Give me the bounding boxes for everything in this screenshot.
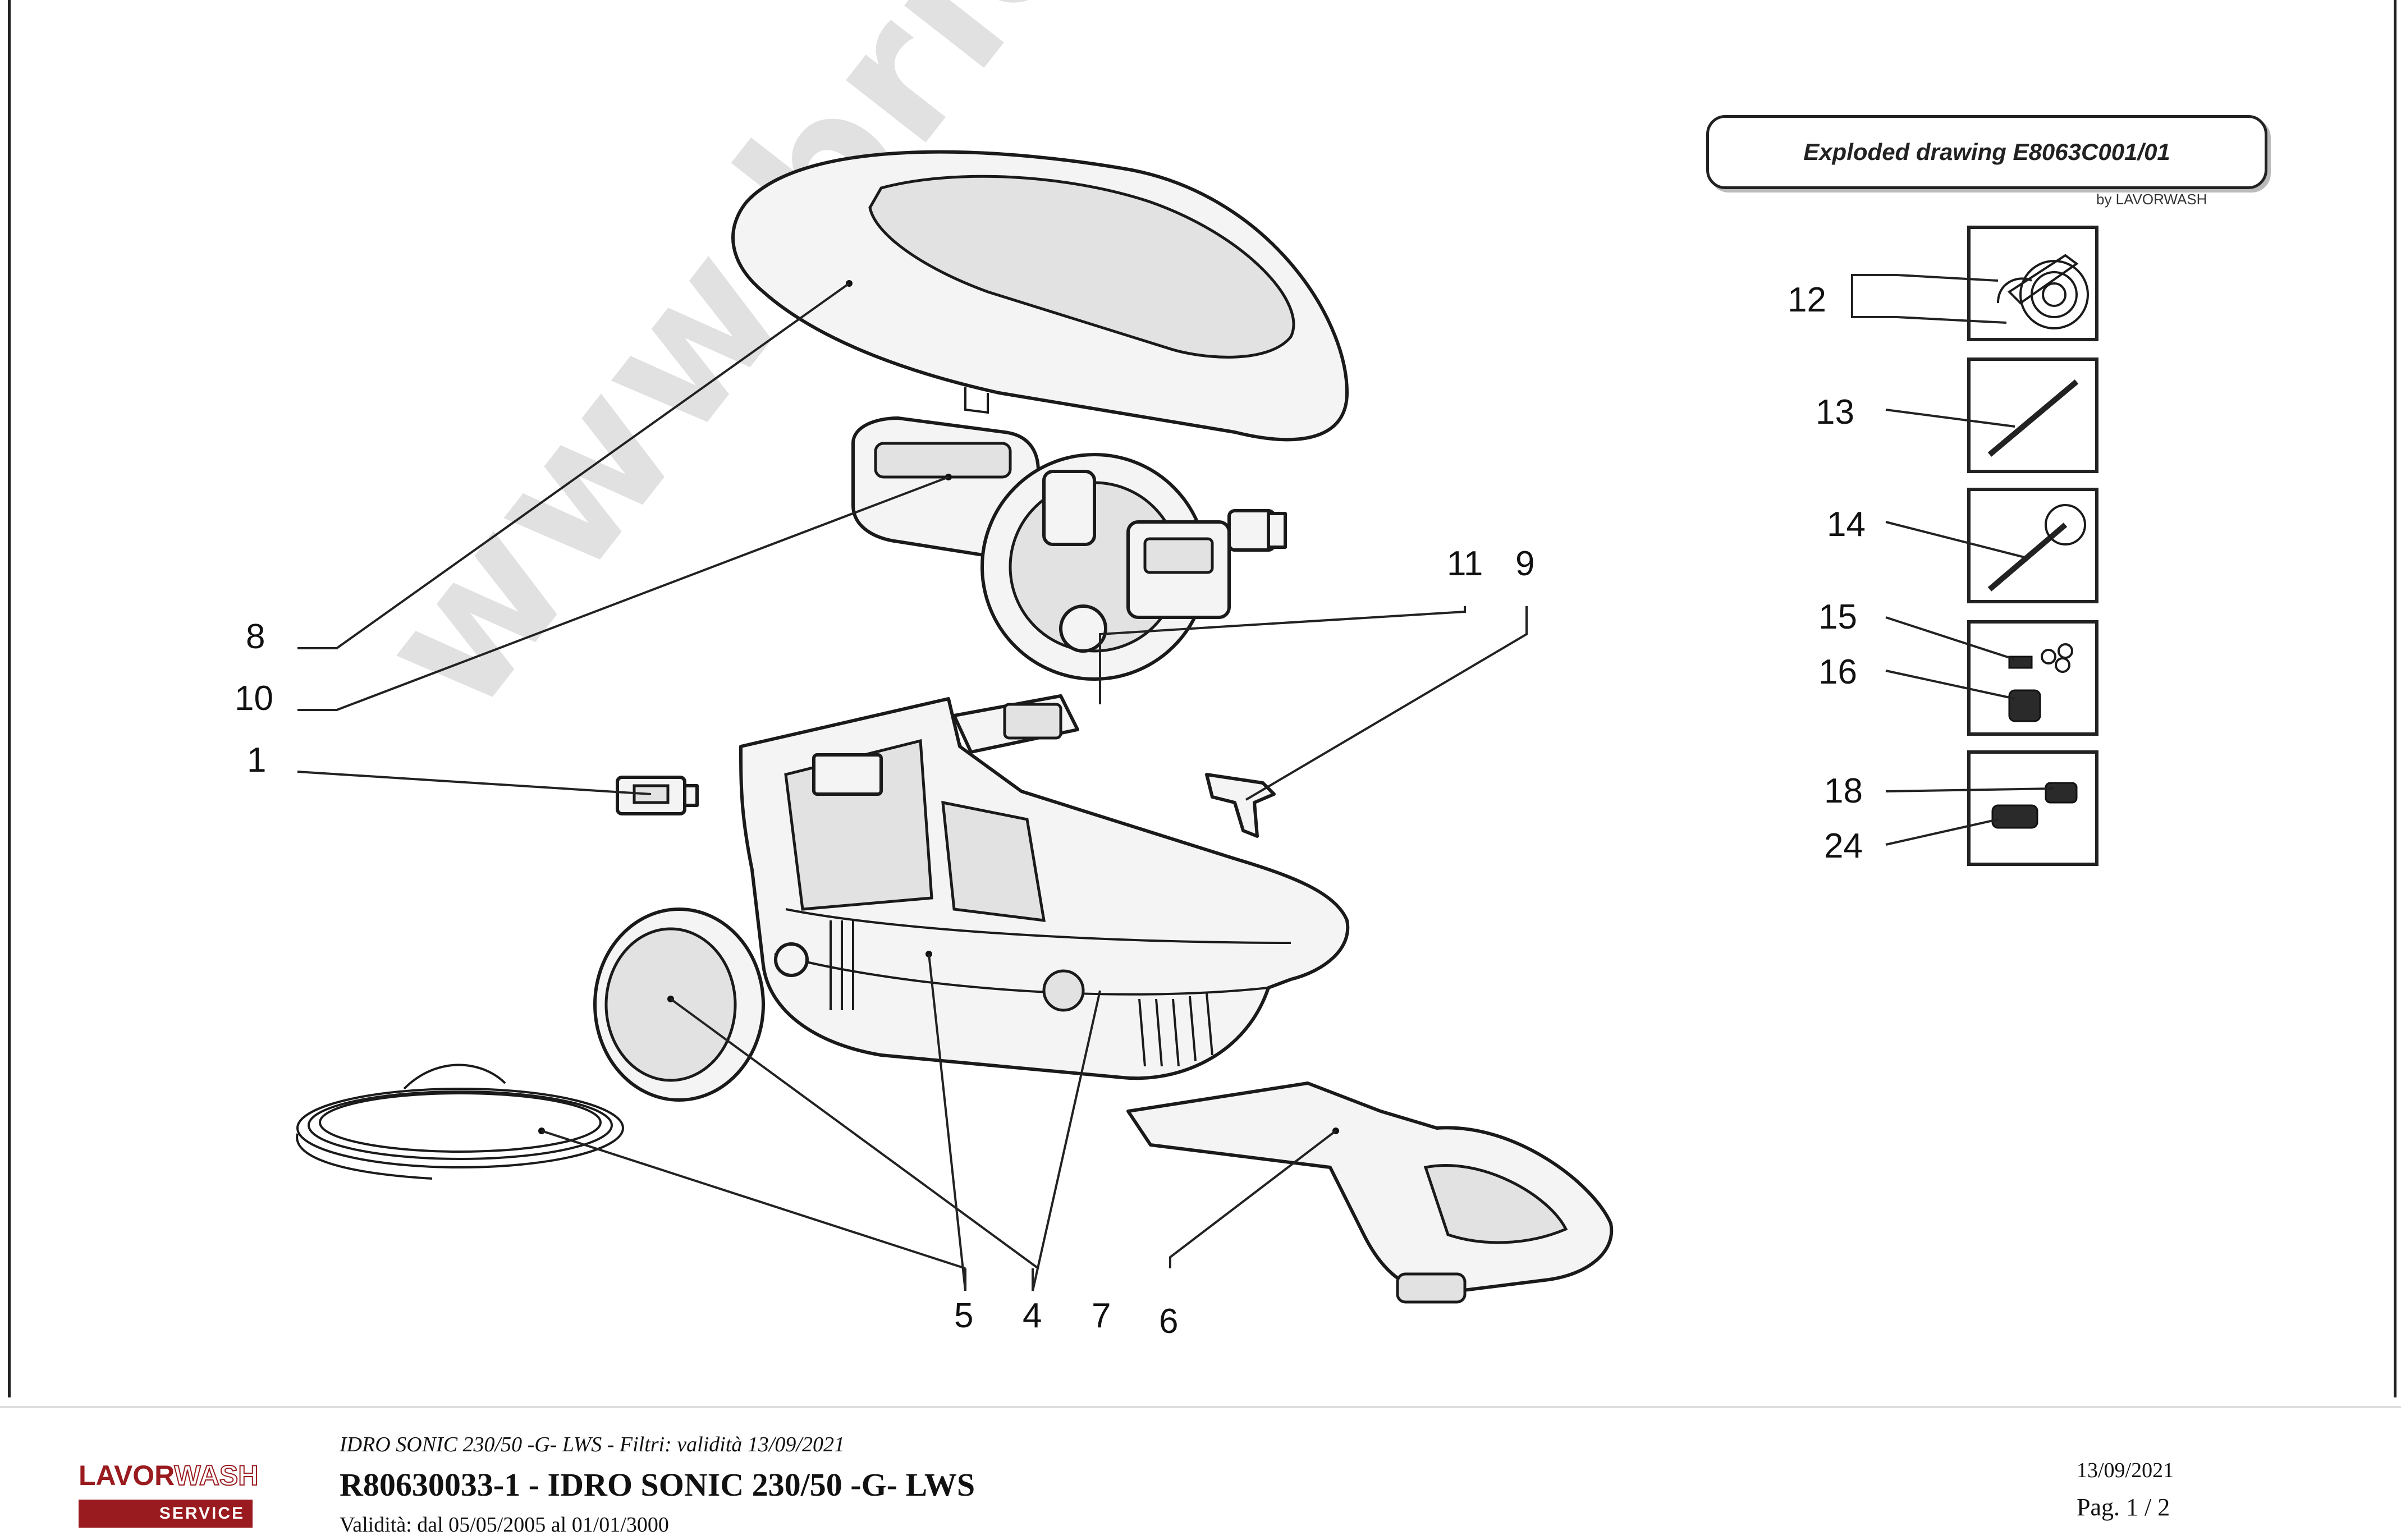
callout-11: 11 bbox=[1447, 544, 1483, 583]
drawing-frame bbox=[8, 0, 2397, 1397]
part-7-base-body bbox=[739, 697, 1350, 1080]
part-5-cable bbox=[296, 1064, 624, 1180]
part-4-wheel bbox=[593, 907, 765, 1102]
footer-divider bbox=[0, 1406, 2401, 1408]
callout-15: 15 bbox=[1818, 598, 1857, 636]
accessory-14-box bbox=[1885, 488, 2098, 603]
drawing-subtitle: by LAVORWASH bbox=[2096, 191, 2207, 208]
callout-4: 4 bbox=[1023, 1296, 1042, 1335]
callout-13: 13 bbox=[1816, 393, 1854, 432]
callout-1: 1 bbox=[247, 741, 266, 780]
callout-24: 24 bbox=[1824, 827, 1863, 865]
callout-12: 12 bbox=[1788, 281, 1826, 319]
part-11-switch bbox=[952, 694, 1079, 758]
lavorwash-service-logo: LAVORWASH SERVICE bbox=[79, 1459, 259, 1532]
accessory-12-box bbox=[1851, 226, 2098, 341]
drawing-title: Exploded drawing E8063C001/01 bbox=[1803, 139, 2170, 165]
logo-brand-wash: WASH bbox=[173, 1459, 259, 1492]
accessory-13-box bbox=[1885, 358, 2098, 473]
footer-filter-line: IDRO SONIC 230/50 -G- LWS - Filtri: vali… bbox=[340, 1433, 845, 1456]
callout-10: 10 bbox=[235, 679, 273, 718]
part-10-motor-pump bbox=[851, 416, 1287, 681]
logo-brand-lavor: LAVOR bbox=[79, 1460, 175, 1491]
part-9-clip bbox=[1205, 773, 1276, 838]
footer-validity: Validità: dal 05/05/2005 al 01/01/3000 bbox=[340, 1513, 669, 1537]
callout-9: 9 bbox=[1515, 544, 1534, 583]
logo-service-bar: SERVICE bbox=[79, 1500, 253, 1528]
accessory-15-16-box bbox=[1885, 616, 2098, 736]
callout-5: 5 bbox=[954, 1296, 973, 1335]
callout-14: 14 bbox=[1827, 505, 1866, 544]
drawing-title-box: Exploded drawing E8063C001/01 bbox=[1706, 115, 2267, 189]
part-8-top-cover bbox=[731, 150, 1349, 442]
leader-lines bbox=[297, 282, 1528, 1291]
part-1-small-switch bbox=[616, 776, 699, 815]
callout-8: 8 bbox=[246, 617, 265, 656]
footer-document-title: R80630033-1 - IDRO SONIC 230/50 -G- LWS bbox=[340, 1466, 975, 1503]
callout-18: 18 bbox=[1824, 772, 1863, 810]
footer-page-number: Pag. 1 / 2 bbox=[2077, 1493, 2170, 1521]
footer-date: 13/09/2021 bbox=[2077, 1459, 2174, 1482]
callout-16: 16 bbox=[1818, 653, 1857, 691]
callout-7: 7 bbox=[1092, 1296, 1111, 1335]
accessory-18-24-box bbox=[1885, 750, 2098, 866]
part-6-handle bbox=[1126, 1081, 1614, 1304]
callout-6: 6 bbox=[1159, 1302, 1178, 1341]
logo-wordmark: LAVORWASH bbox=[79, 1459, 259, 1493]
